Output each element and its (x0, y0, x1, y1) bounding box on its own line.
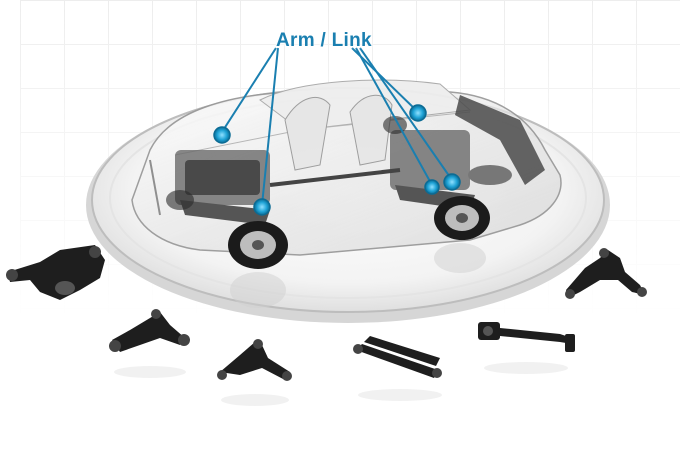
lower-arm-part-icon[interactable] (109, 309, 190, 352)
drive-shaft (269, 168, 401, 187)
front-wheel (228, 221, 288, 308)
front-left-wheel (166, 190, 194, 210)
callout-label[interactable]: Arm / Link (276, 30, 372, 51)
hotspots (213, 104, 461, 216)
hotspot-rear-lower[interactable] (424, 179, 440, 195)
hotspot-front-upper[interactable] (213, 126, 231, 144)
rear-wheel (434, 196, 490, 273)
hotspot-rear-link[interactable] (443, 173, 461, 191)
upper-arm-part-icon[interactable] (565, 248, 647, 299)
control-arm-part-icon[interactable] (6, 245, 105, 300)
front-subframe (175, 150, 270, 225)
wishbone-arm-part-icon[interactable] (217, 339, 292, 381)
part-reflections (114, 362, 568, 406)
hotspot-front-lower[interactable] (253, 198, 271, 216)
lateral-link-part-icon[interactable] (478, 322, 575, 352)
twin-link-part-icon[interactable] (353, 336, 442, 378)
hotspot-rear-upper[interactable] (409, 104, 427, 122)
callout-lines (221, 47, 453, 206)
